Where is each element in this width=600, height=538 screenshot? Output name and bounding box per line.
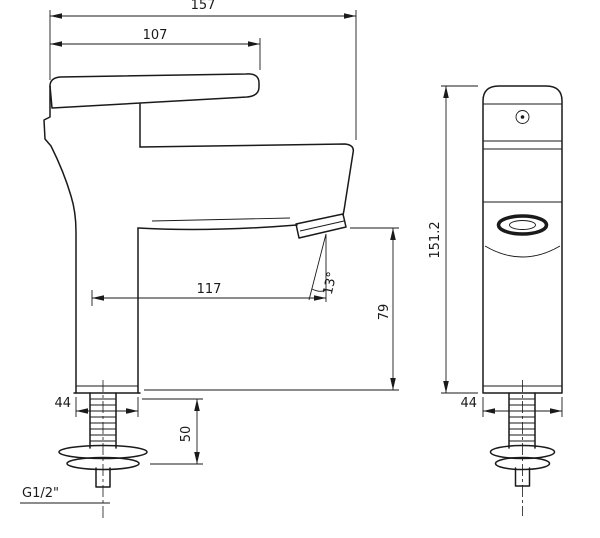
- dimension-angle-13: 13°: [308, 233, 340, 302]
- shank-thread-lines-side: [509, 398, 535, 442]
- dim-label-handle-length: 107: [143, 28, 168, 43]
- angle-reference-lines: [308, 233, 327, 302]
- dimension-157: 157: [49, 0, 357, 140]
- dimension-44-side: 44: [460, 396, 563, 417]
- dim-label-spout-reach: 117: [197, 282, 222, 297]
- index-button-dot: [520, 115, 525, 119]
- spout-underside-inner: [151, 217, 291, 222]
- aerator-ring-outer: [496, 214, 549, 236]
- ext-lines-50: [142, 398, 203, 465]
- dim-label-spout-angle: 13°: [321, 270, 340, 296]
- dim-label-base-width-side: 44: [460, 396, 477, 411]
- ext-lines-44-front: [75, 397, 139, 417]
- dimension-79: 79: [144, 227, 399, 391]
- dim-label-shank-length: 50: [179, 426, 194, 443]
- side-spout-underside-arc: [484, 245, 561, 258]
- thread-size-label: G1/2": [22, 486, 59, 501]
- dim-label-overall-length: 157: [191, 0, 216, 13]
- side-collar-seams: [483, 140, 562, 150]
- dim-label-outlet-height: 79: [377, 304, 392, 321]
- aerator-inner-line: [299, 220, 345, 232]
- ext-lines-79: [144, 227, 399, 391]
- aerator-outline: [295, 213, 347, 239]
- dim-label-body-height: 151.2: [428, 221, 443, 258]
- dimension-50: 50: [142, 398, 203, 465]
- ext-lines-151: [441, 85, 478, 394]
- dimension-117: 117: [91, 282, 326, 306]
- spout-underside: [137, 224, 298, 231]
- dimension-107: 107: [50, 28, 261, 70]
- body-left-profile: [43, 85, 77, 394]
- thread-callout: G1/2": [20, 486, 110, 504]
- dim-label-base-width-front: 44: [54, 396, 71, 411]
- handle-lever-outline: [49, 73, 260, 109]
- angle-arc: [311, 288, 327, 292]
- shank-front: [89, 392, 117, 449]
- side-body-outline: [482, 85, 563, 394]
- shank-side: [508, 392, 536, 449]
- spout-top-edge: [139, 143, 355, 216]
- aerator-ring-inner: [509, 220, 536, 230]
- dimension-44-front: 44: [54, 396, 139, 417]
- side-view: [482, 85, 563, 516]
- front-view: [43, 73, 355, 520]
- index-button: [515, 110, 530, 124]
- dimension-151: 151.2: [428, 85, 478, 394]
